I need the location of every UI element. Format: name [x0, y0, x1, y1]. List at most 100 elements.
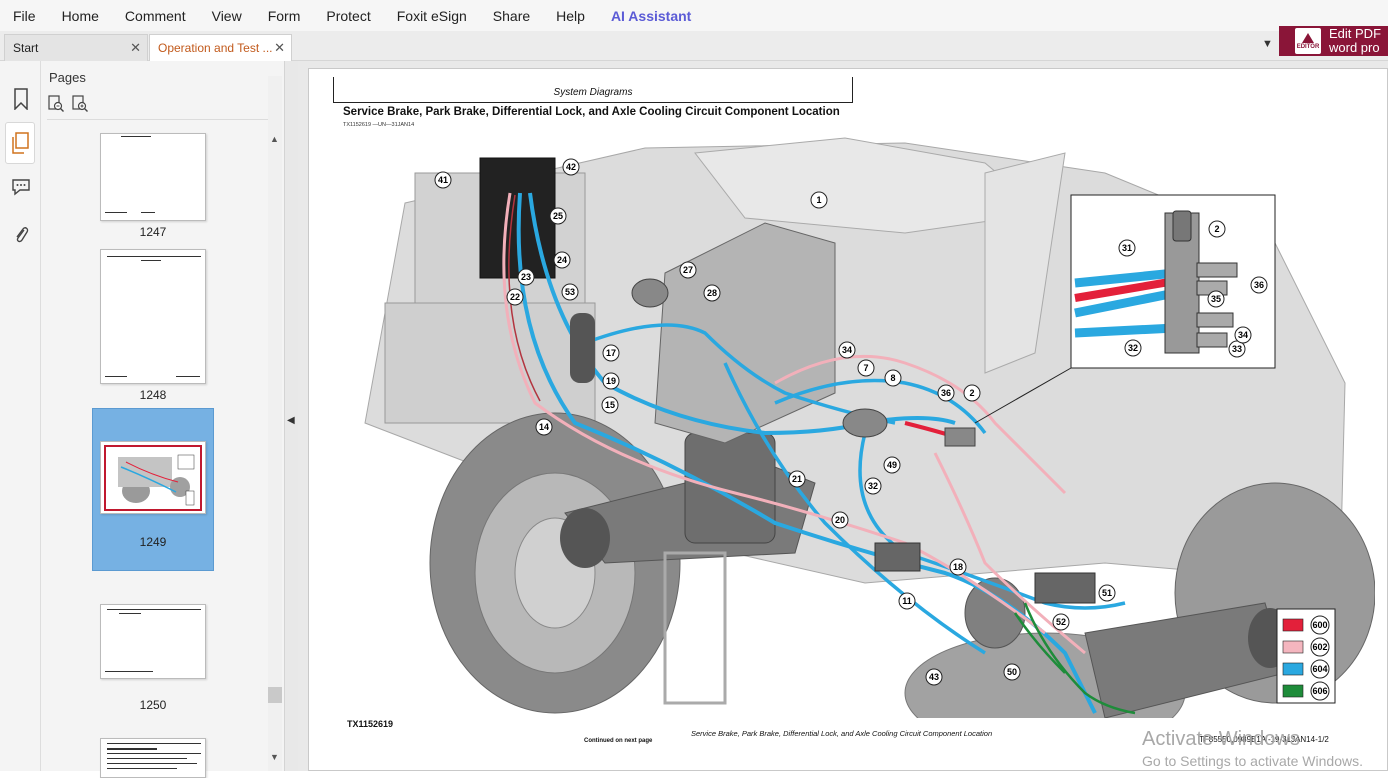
page-thumbnail-1249[interactable] [100, 441, 206, 514]
callout-49: 49 [883, 456, 901, 474]
close-icon[interactable]: ✕ [274, 40, 285, 55]
tab-bar: Start ✕ Operation and Test ... ✕ [0, 31, 1388, 61]
svg-text:52: 52 [1056, 617, 1066, 627]
figure-id: TX1152619 [347, 719, 394, 729]
callout-32: 32 [864, 477, 882, 495]
svg-text:33: 33 [1232, 344, 1242, 354]
callout-24: 24 [553, 251, 571, 269]
menu-protect[interactable]: Protect [326, 7, 371, 24]
page-thumbnail-1250[interactable] [100, 604, 206, 679]
tab-label: Start [13, 41, 39, 55]
callout-51: 51 [1098, 584, 1116, 602]
page-number-label: 1249 [139, 535, 167, 549]
menu-file[interactable]: File [13, 7, 36, 24]
document-code: TF85550,0989B1A -19-31JAN14-1/2 [1199, 735, 1329, 744]
figure-caption: Service Brake, Park Brake, Differential … [691, 729, 993, 738]
page-thumbnail-1247[interactable] [100, 133, 206, 221]
svg-text:24: 24 [557, 255, 567, 265]
svg-text:14: 14 [539, 422, 549, 432]
callout-42: 42 [562, 158, 580, 176]
zoom-in-thumbnails-icon[interactable] [71, 95, 89, 118]
tab-list-dropdown-icon[interactable]: ▼ [1262, 38, 1273, 50]
svg-text:43: 43 [929, 672, 939, 682]
bookmark-icon[interactable] [6, 84, 36, 114]
pages-title: Pages [49, 70, 86, 85]
svg-text:32: 32 [868, 481, 878, 491]
scroll-down-icon[interactable]: ▼ [270, 752, 279, 762]
menu-comment[interactable]: Comment [124, 7, 186, 24]
svg-text:27: 27 [683, 265, 693, 275]
callout-41: 41 [434, 171, 452, 189]
page-number-label: 1250 [139, 698, 167, 712]
callout-21: 21 [788, 470, 806, 488]
menu-help[interactable]: Help [556, 7, 585, 24]
svg-text:2: 2 [969, 388, 974, 398]
callout-19: 19 [602, 372, 620, 390]
svg-text:42: 42 [566, 162, 576, 172]
callout-20: 20 [831, 511, 849, 529]
panel-collapse-bar[interactable]: ◀ [284, 61, 298, 771]
page-number-label: 1247 [139, 225, 167, 239]
pages-toolbar [47, 95, 89, 118]
page-thumbnail-1248[interactable] [100, 249, 206, 384]
svg-text:36: 36 [941, 388, 951, 398]
svg-text:7: 7 [863, 363, 868, 373]
callout-11: 11 [898, 592, 916, 610]
svg-text:50: 50 [1007, 667, 1017, 677]
page-number-label: 1248 [139, 388, 167, 402]
svg-text:32: 32 [1128, 343, 1138, 353]
navigation-icon-bar [0, 61, 41, 771]
callout-52: 52 [1052, 613, 1070, 631]
attachment-icon[interactable] [6, 220, 36, 250]
editor-logo-icon: EDITOR [1295, 28, 1321, 54]
zoom-out-thumbnails-icon[interactable] [47, 95, 65, 118]
diagram-title: Service Brake, Park Brake, Differential … [343, 106, 840, 118]
edit-pdf-promo-button[interactable]: EDITOR Edit PDF word pro [1279, 26, 1388, 56]
callout-43: 43 [925, 668, 943, 686]
callout-2: 2 [963, 384, 981, 402]
page-thumbnail-next[interactable] [100, 738, 206, 778]
scroll-up-icon[interactable]: ▲ [270, 134, 279, 144]
comment-icon[interactable] [6, 172, 36, 202]
callout-34: 34 [838, 341, 856, 359]
menu-foxit-esign[interactable]: Foxit eSign [396, 7, 467, 24]
collapse-panel-icon[interactable]: ◀ [287, 415, 295, 426]
promo-text: Edit PDF word pro [1329, 27, 1382, 55]
legend-swatch [1282, 640, 1304, 654]
callout-17: 17 [602, 344, 620, 362]
callout-34: 34 [1234, 326, 1252, 344]
svg-text:8: 8 [890, 373, 895, 383]
scroll-thumb[interactable] [268, 687, 282, 703]
svg-text:17: 17 [606, 348, 616, 358]
callout-23: 23 [517, 268, 535, 286]
pdf-page: System Diagrams Service Brake, Park Brak… [308, 68, 1388, 771]
legend-swatch [1282, 662, 1304, 676]
document-viewer[interactable]: System Diagrams Service Brake, Park Brak… [298, 61, 1388, 771]
menu-home[interactable]: Home [61, 7, 99, 24]
windows-activation-watermark: Activate Windows Go to Settings to activ… [1142, 728, 1363, 769]
svg-text:21: 21 [792, 474, 802, 484]
divider [47, 119, 275, 120]
svg-text:25: 25 [553, 211, 563, 221]
legend-label: 602 [1312, 642, 1327, 652]
svg-text:20: 20 [835, 515, 845, 525]
menu-view[interactable]: View [211, 7, 242, 24]
diagram-reference: TX1152619 —UN—31JAN14 [343, 122, 415, 128]
callout-18: 18 [949, 558, 967, 576]
pages-scrollbar[interactable]: ▲ ▼ [268, 76, 282, 771]
svg-text:49: 49 [887, 460, 897, 470]
svg-text:36: 36 [1254, 280, 1264, 290]
tab-operation-and-test[interactable]: Operation and Test ... ✕ [149, 34, 292, 61]
svg-text:34: 34 [1238, 330, 1248, 340]
svg-text:1: 1 [816, 195, 821, 205]
legend-swatch [1282, 618, 1304, 632]
menu-share[interactable]: Share [492, 7, 531, 24]
tab-start[interactable]: Start ✕ [4, 34, 148, 61]
close-icon[interactable]: ✕ [130, 40, 141, 55]
svg-text:51: 51 [1102, 588, 1112, 598]
pages-icon[interactable] [5, 122, 35, 164]
callout-2: 2 [1208, 220, 1226, 238]
menu-ai-assistant[interactable]: AI Assistant [610, 7, 692, 24]
thumbnail-diagram-preview [106, 447, 200, 509]
menu-form[interactable]: Form [267, 7, 301, 24]
